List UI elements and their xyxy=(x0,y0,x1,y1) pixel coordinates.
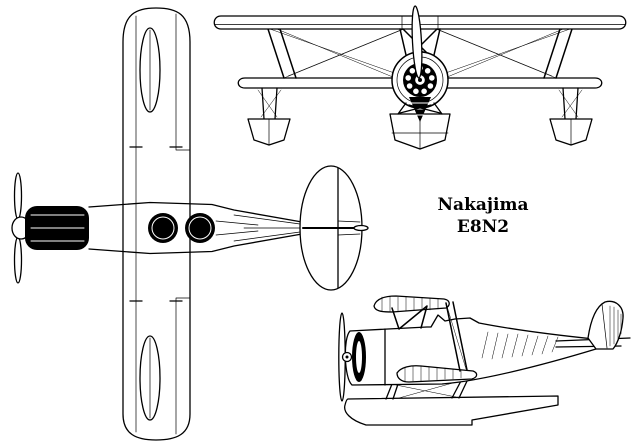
rigging-wires xyxy=(269,26,571,81)
propeller-plan xyxy=(13,172,23,220)
fuselage-hatching xyxy=(481,331,559,360)
aircraft-name: Nakajima xyxy=(437,195,529,215)
propeller-front xyxy=(411,5,423,79)
aileron-lines xyxy=(175,13,191,435)
cabane-struts-front xyxy=(399,28,441,56)
top-view xyxy=(11,7,369,441)
float-struts-front xyxy=(397,102,443,115)
float-struts-side xyxy=(385,378,469,400)
interplane-struts-side xyxy=(445,301,468,372)
aircraft-designation: E8N2 xyxy=(456,217,510,237)
front-view xyxy=(213,5,627,150)
aircraft-label: Nakajima E8N2 xyxy=(433,194,533,238)
interplane-struts-front xyxy=(267,28,573,79)
side-view xyxy=(338,295,631,426)
main-float-side xyxy=(344,395,559,426)
fuselage-plan xyxy=(88,201,303,255)
fin-rudder-side xyxy=(587,300,624,350)
cabane-struts-side xyxy=(391,305,428,330)
